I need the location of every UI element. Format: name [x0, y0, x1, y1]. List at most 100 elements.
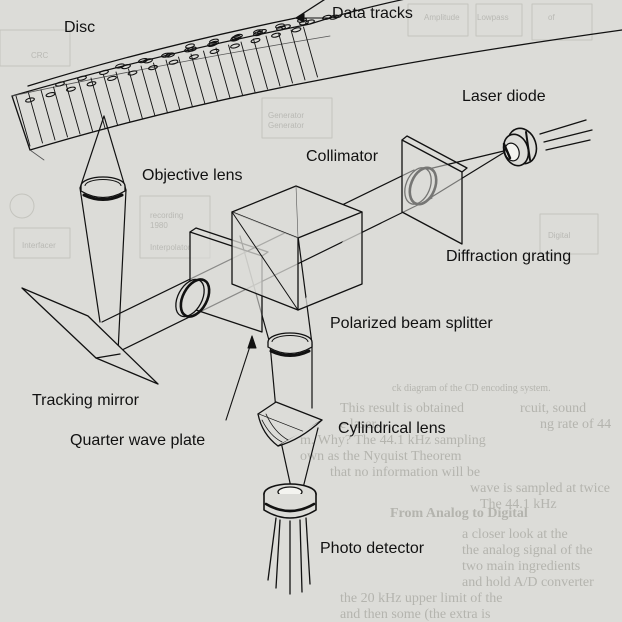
disc-hatch-line — [53, 86, 68, 138]
data-pit — [189, 54, 199, 60]
label-cylindrical-lens: Cylindrical lens — [338, 420, 446, 437]
disc-hatch-line — [178, 56, 193, 108]
label-collimator: Collimator — [306, 148, 379, 165]
bg-box-label: Generator — [268, 111, 305, 120]
disc-hatch-line — [40, 89, 56, 141]
bg-text-line: wave is sampled at twice — [470, 481, 610, 496]
label-photo-detector: Photo detector — [320, 540, 425, 557]
bg-box-label: Generator — [268, 121, 305, 130]
data-pit — [276, 25, 286, 31]
data-pit — [305, 19, 315, 25]
bg-text-line: own as the Nyquist Theorem — [300, 449, 462, 464]
data-pit — [115, 63, 125, 69]
data-pit — [107, 75, 117, 82]
label-diffraction-grating: Diffraction grating — [446, 248, 572, 265]
photo-detector — [263, 483, 317, 595]
diffraction-grating — [401, 135, 468, 245]
data-pit — [86, 81, 97, 87]
disc-hatch-line — [278, 32, 293, 84]
objective-lens — [80, 176, 126, 201]
label-polarized-beam-splitter: Polarized beam splitter — [330, 315, 493, 332]
disc-hatch-line — [65, 83, 81, 135]
data-pit — [209, 48, 220, 55]
bg-text-line: m. Why? The 44.1 kHz sampling — [300, 433, 486, 448]
detector-lens — [267, 332, 313, 357]
bg-text-line: rcuit, sound — [520, 401, 587, 416]
bg-text-line: a closer look at the — [462, 527, 568, 542]
data-pit — [207, 41, 217, 48]
label-tracking-mirror: Tracking mirror — [32, 392, 139, 409]
bg-text-line: ng rate of 44 — [540, 417, 612, 432]
data-pit — [99, 69, 109, 76]
data-pit — [148, 64, 158, 71]
cylindrical-lens — [257, 401, 323, 447]
bg-box-label: Lowpass — [477, 13, 509, 22]
data-pit — [138, 57, 148, 64]
bg-text-line: and hold A/D converter — [462, 575, 594, 590]
background-block-diagram — [0, 3, 599, 259]
disc-hatch-line — [78, 80, 93, 132]
relay-lens — [175, 278, 211, 318]
bg-box-label: of — [548, 13, 555, 22]
bg-box-label: Interfacer — [22, 241, 56, 250]
data-pit — [233, 33, 243, 40]
data-pit — [161, 52, 171, 58]
disc-hatch-line — [203, 50, 218, 102]
bg-box-label: Digital — [548, 231, 571, 240]
data-pit — [55, 81, 65, 87]
bg-caption: ck diagram of the CD encoding system. — [392, 383, 551, 394]
bg-text-line: two main ingredients — [462, 559, 581, 574]
disc-hatch-line — [190, 53, 206, 105]
label-laser-diode: Laser diode — [462, 88, 546, 105]
label-objective-lens: Objective lens — [142, 167, 243, 184]
bg-text-line: The 44.1 kHz — [480, 497, 557, 512]
data-pit — [230, 43, 240, 49]
label-quarter-wave-plate: Quarter wave plate — [70, 432, 206, 449]
bg-box-label: 1980 — [150, 221, 168, 230]
laser-diode — [502, 119, 593, 167]
disc-hatch-line — [28, 92, 43, 144]
bg-text-line: the analog signal of the — [462, 543, 593, 558]
bg-heading: From Analog to Digital — [390, 506, 528, 521]
disc-hatch-line — [290, 29, 306, 81]
bg-box-label: recording — [150, 211, 184, 220]
label-data-tracks: Data tracks — [332, 5, 413, 22]
label-disc: Disc — [64, 19, 96, 36]
data-pit — [281, 24, 291, 30]
disc-hatch-line — [140, 65, 156, 117]
disc-hatch-line — [215, 47, 231, 99]
bg-text-line: This result is obtained — [340, 401, 465, 416]
data-pit — [291, 27, 302, 33]
data-pit — [77, 75, 87, 81]
data-pit — [45, 91, 56, 98]
data-pit — [25, 97, 35, 103]
disc-hatch-line — [15, 95, 31, 147]
bg-box-label: CRC — [31, 51, 49, 60]
data-pit — [209, 38, 219, 44]
disc-hatch-line — [253, 38, 268, 90]
leader-lines — [225, 13, 331, 421]
data-pit — [168, 59, 179, 65]
data-pit — [185, 43, 195, 49]
disc-hatch-line — [128, 68, 143, 120]
disc-edge-hatching — [15, 26, 318, 147]
data-pit — [257, 28, 267, 35]
disc-hatch-line — [228, 44, 243, 96]
data-pit — [66, 86, 76, 92]
disc-hatch-line — [303, 26, 318, 78]
bg-box-label: Interpolator — [150, 243, 191, 252]
data-pit — [250, 37, 261, 44]
disc-hatch-line — [153, 62, 168, 114]
disc-hatch-line — [265, 35, 281, 87]
polarized-beam-splitter — [231, 185, 363, 311]
tracking-mirror — [21, 287, 159, 385]
bg-text-line: that no information will be — [330, 465, 481, 480]
bg-text-line: e laser. — [340, 417, 379, 432]
disc-hatch-line — [165, 59, 181, 111]
data-pit — [127, 70, 138, 76]
disc-hatch-line — [115, 71, 131, 123]
bg-text-line: the 20 kHz upper limit of the — [340, 591, 503, 606]
data-pit — [271, 32, 281, 38]
